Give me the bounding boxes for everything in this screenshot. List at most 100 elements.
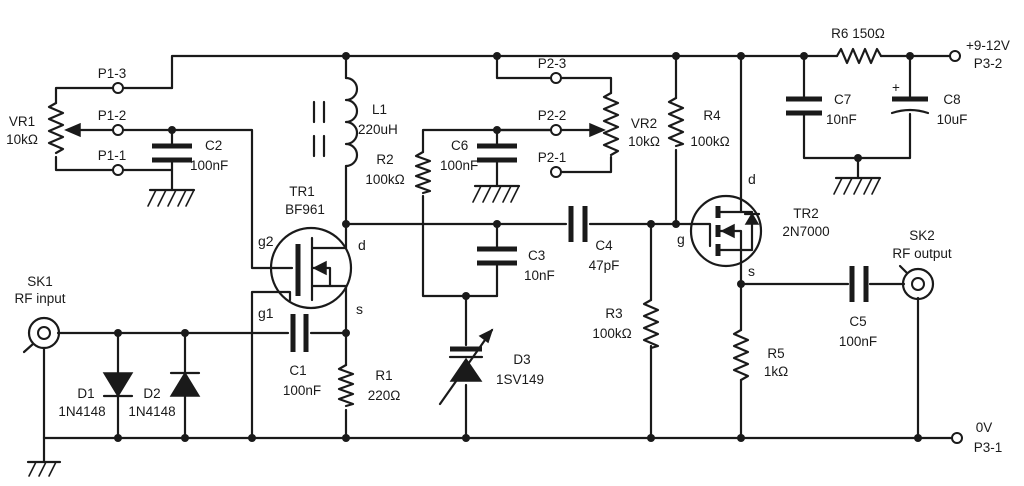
d3-ref: D3 bbox=[513, 352, 530, 367]
junction-dot bbox=[493, 52, 501, 60]
tr2-pin-s: s bbox=[748, 263, 755, 279]
vr1-ref: VR1 bbox=[9, 114, 35, 129]
r3-resistor bbox=[642, 298, 660, 350]
d1-diode bbox=[102, 372, 134, 398]
p2-1-label: P2-1 bbox=[538, 150, 567, 165]
junction-dot bbox=[800, 52, 808, 60]
c8-ref: C8 bbox=[943, 92, 960, 107]
tr2-ref: TR2 bbox=[793, 206, 819, 221]
tr1-pin-d: d bbox=[358, 237, 366, 253]
r3-value: 100kΩ bbox=[592, 326, 631, 341]
p2-1-terminal bbox=[550, 166, 562, 178]
d2-diode bbox=[169, 371, 201, 397]
c2-ref: C2 bbox=[205, 138, 222, 153]
c3-ref: C3 bbox=[528, 248, 545, 263]
c5-ref: C5 bbox=[849, 314, 866, 329]
c1-capacitor bbox=[290, 314, 309, 352]
c4-ref: C4 bbox=[595, 238, 613, 253]
c8-value: 10uF bbox=[937, 112, 968, 127]
tr2-pin-g: g bbox=[677, 231, 685, 247]
junction-dot bbox=[248, 434, 256, 442]
c2-value: 100nF bbox=[190, 158, 228, 173]
sk2-ref: SK2 bbox=[909, 228, 935, 243]
c5-value: 100nF bbox=[839, 334, 877, 349]
d2-ref: D2 bbox=[143, 386, 160, 401]
junction-dot bbox=[168, 126, 176, 134]
r2-ref: R2 bbox=[376, 152, 393, 167]
junction-dots bbox=[114, 52, 922, 442]
vr2-potentiometer bbox=[589, 91, 620, 157]
r2-value: 100kΩ bbox=[365, 172, 404, 187]
r6-ref: R6 bbox=[831, 26, 848, 41]
tr2-value: 2N7000 bbox=[782, 224, 829, 239]
ground-terminal bbox=[951, 432, 963, 444]
c7-value: 10nF bbox=[826, 112, 857, 127]
r1-value: 220Ω bbox=[368, 388, 401, 403]
r1-ref: R1 bbox=[375, 368, 392, 383]
vr1-value: 10kΩ bbox=[6, 132, 38, 147]
ground-symbol-c2 bbox=[147, 188, 196, 207]
d3-varicap-diode bbox=[438, 328, 494, 406]
c1-value: 100nF bbox=[283, 383, 321, 398]
c2-capacitor bbox=[152, 143, 192, 163]
r4-ref: R4 bbox=[703, 108, 721, 123]
junction-dot bbox=[493, 220, 501, 228]
c4-capacitor bbox=[568, 206, 588, 242]
ground-voltage: 0V bbox=[976, 420, 993, 435]
junction-dot bbox=[114, 329, 122, 337]
tr1-dual-gate-mosfet bbox=[269, 226, 353, 310]
l1-value: 220uH bbox=[358, 122, 398, 137]
p2-2-terminal bbox=[550, 124, 562, 136]
r3-ref: R3 bbox=[605, 306, 622, 321]
ground-symbol-c6 bbox=[472, 184, 521, 203]
socket-icon bbox=[901, 267, 935, 301]
c7-ref: C7 bbox=[834, 92, 851, 107]
p2-2-label: P2-2 bbox=[538, 108, 567, 123]
junction-dot bbox=[342, 220, 350, 228]
c3-capacitor bbox=[477, 246, 517, 266]
junction-dot bbox=[462, 292, 470, 300]
junction-dot bbox=[647, 434, 655, 442]
r2-resistor bbox=[414, 150, 432, 195]
junction-dot bbox=[737, 280, 745, 288]
ground-symbol-sk1 bbox=[26, 436, 62, 477]
junction-dot bbox=[493, 126, 501, 134]
junction-dot bbox=[181, 329, 189, 337]
tr1-pin-s: s bbox=[356, 301, 363, 317]
l1-ref: L1 bbox=[372, 102, 387, 117]
r6-value: 150Ω bbox=[852, 26, 885, 41]
sk2-rf-output-socket bbox=[898, 264, 935, 301]
tr1-ref: TR1 bbox=[289, 184, 315, 199]
r1-resistor bbox=[337, 363, 355, 408]
junction-dot bbox=[914, 434, 922, 442]
c4-value: 47pF bbox=[589, 258, 620, 273]
vr2-ref: VR2 bbox=[631, 116, 657, 131]
junction-dot bbox=[672, 52, 680, 60]
socket-icon bbox=[27, 316, 61, 350]
r5-ref: R5 bbox=[767, 346, 784, 361]
sk2-name: RF output bbox=[892, 246, 952, 261]
p1-1-terminal bbox=[112, 164, 124, 176]
junction-dot bbox=[854, 154, 862, 162]
d1-ref: D1 bbox=[77, 386, 94, 401]
l1-inductor bbox=[312, 76, 359, 168]
junction-dot bbox=[181, 434, 189, 442]
vr1-potentiometer bbox=[47, 101, 81, 155]
r6-label: R6 150Ω bbox=[831, 26, 885, 41]
tr1-pin-g2: g2 bbox=[258, 233, 274, 249]
junction-dot bbox=[342, 52, 350, 60]
junction-dot bbox=[114, 434, 122, 442]
tr1-pin-g1: g1 bbox=[258, 305, 274, 321]
d3-value: 1SV149 bbox=[496, 372, 544, 387]
c6-capacitor bbox=[477, 143, 517, 163]
c3-value: 10nF bbox=[524, 268, 555, 283]
junction-dot bbox=[342, 329, 350, 337]
p2-3-label: P2-3 bbox=[538, 56, 567, 71]
d2-value: 1N4148 bbox=[128, 404, 175, 419]
d1-value: 1N4148 bbox=[58, 404, 105, 419]
vr2-value: 10kΩ bbox=[628, 134, 660, 149]
c6-value: 100nF bbox=[440, 158, 478, 173]
p2-3-terminal bbox=[550, 72, 562, 84]
junction-dot bbox=[737, 52, 745, 60]
p1-1-label: P1-1 bbox=[98, 148, 127, 163]
